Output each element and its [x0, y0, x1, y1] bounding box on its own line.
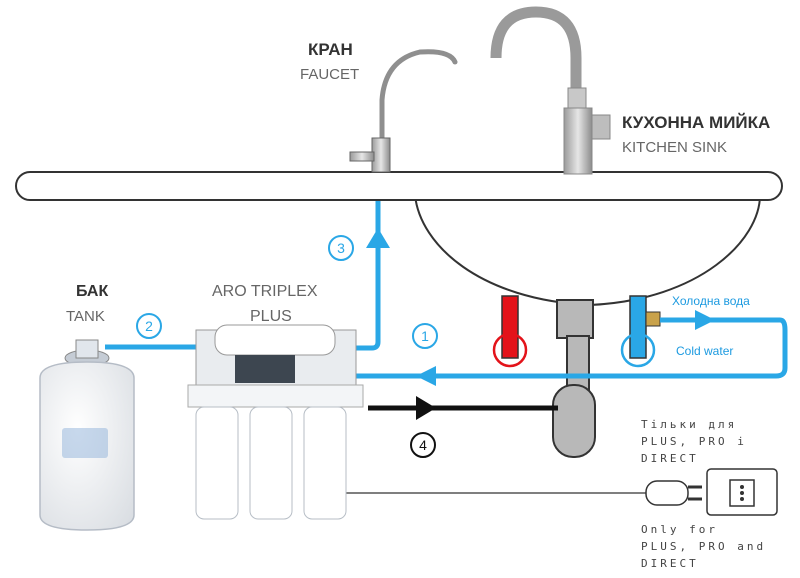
filter-label-line2: PLUS — [250, 308, 292, 325]
cold-water-pipe — [620, 295, 661, 368]
tank-label-ua: БАК — [76, 283, 109, 300]
note-ua: Тільки для PLUS, PRO і DIRECT — [641, 418, 747, 465]
note-en: Only for PLUS, PRO and DIRECT — [641, 523, 767, 570]
arrow-up — [366, 228, 390, 248]
cold-water-label-ua: Холодна вода — [672, 294, 750, 308]
tank — [39, 339, 135, 531]
arrow-drain — [416, 396, 436, 420]
sink-bowl — [413, 194, 762, 307]
filter-label-line1: ARO TRIPLEX — [212, 283, 318, 300]
faucet-label-en: FAUCET — [300, 66, 360, 83]
tank-label-en: TANK — [66, 308, 105, 325]
drain-trap — [552, 299, 596, 458]
arrow-cold-left — [416, 366, 436, 386]
sink-label-ua: КУХОННА МИЙКА — [622, 113, 771, 132]
step-badge-3: 3 — [328, 235, 354, 261]
faucet — [349, 49, 458, 173]
step-badge-2: 2 — [136, 313, 162, 339]
cold-water-label-en: Cold water — [676, 344, 734, 358]
sink-label-en: KITCHEN SINK — [622, 139, 728, 156]
faucet-label-ua: КРАН — [308, 40, 353, 59]
step-badge-4: 4 — [410, 432, 436, 458]
power-socket-icon — [706, 468, 778, 516]
filter-unit — [187, 324, 364, 520]
countertop — [15, 171, 783, 201]
power-plug-icon — [645, 480, 702, 506]
arrow-cold-right — [695, 310, 715, 330]
kitchen-faucet — [490, 6, 611, 175]
step-badge-1: 1 — [412, 323, 438, 349]
blue-pipes — [105, 200, 788, 379]
hot-water-pipe — [492, 295, 528, 368]
